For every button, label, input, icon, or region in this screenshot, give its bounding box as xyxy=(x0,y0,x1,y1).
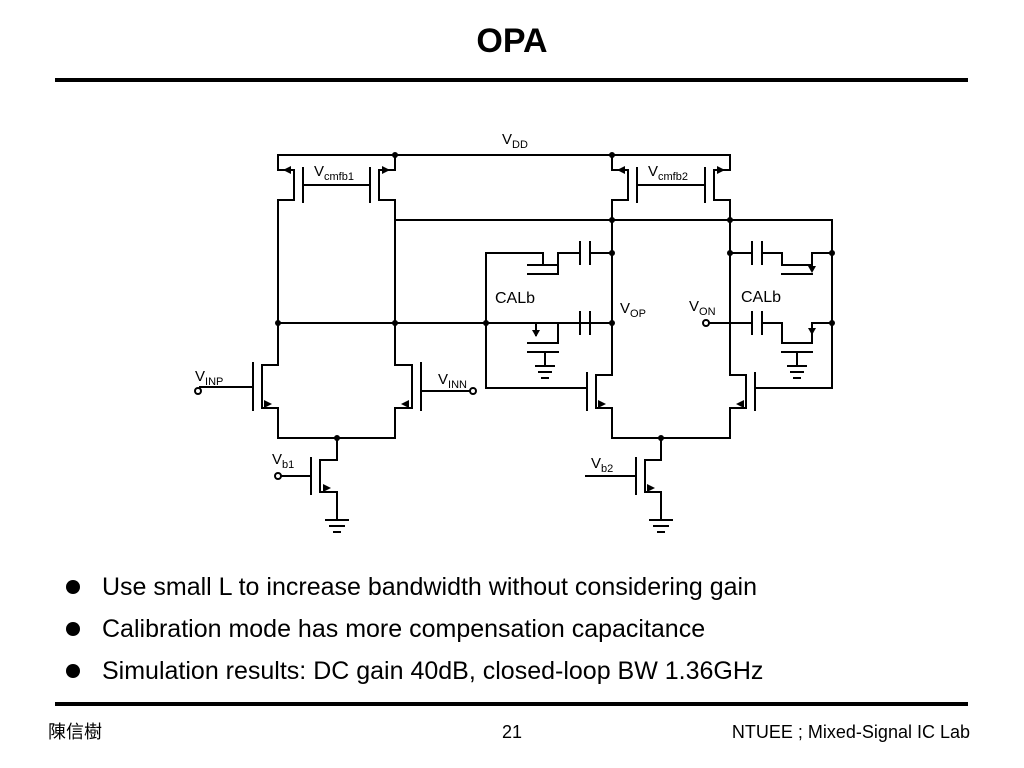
pmos-pair-stage2 xyxy=(611,166,731,376)
bullet-item: Simulation results: DC gain 40dB, closed… xyxy=(62,650,763,692)
bullet-text: Use small L to increase bandwidth withou… xyxy=(102,573,757,601)
vb1-label: Vb1 xyxy=(272,451,294,471)
bullet-dot-icon xyxy=(66,664,80,678)
page-number: 21 xyxy=(501,722,523,742)
vinp-label: VINP xyxy=(195,368,223,388)
net-labels: VDD Vcmfb1 Vcmfb2 VINP VINN Vb1 Vb2 VOP … xyxy=(195,131,781,475)
vinn-label: VINN xyxy=(438,371,467,391)
vop-label: VOP xyxy=(620,300,646,320)
bullet-dot-icon xyxy=(66,622,80,636)
bullet-item: Use small L to increase bandwidth withou… xyxy=(62,566,763,608)
vcmfb2-label: Vcmfb2 xyxy=(648,163,688,183)
vdd-rail xyxy=(277,152,731,171)
vdd-label: VDD xyxy=(502,131,528,151)
second-stage-nmos xyxy=(559,372,776,441)
compensation-right xyxy=(702,241,833,379)
bullet-item: Calibration mode has more compensation c… xyxy=(62,608,763,650)
opa-schematic: VDD Vcmfb1 Vcmfb2 VINP VINN Vb1 Vb2 VOP … xyxy=(194,131,835,533)
bullet-text: Calibration mode has more compensation c… xyxy=(102,615,706,643)
tail-source-1 xyxy=(274,437,349,533)
vb2-label: Vb2 xyxy=(591,455,613,475)
stage-interconnect xyxy=(275,217,835,389)
pmos-pair-stage1 xyxy=(277,166,396,366)
footer-author: 陳信樹 xyxy=(48,722,102,742)
bullet-dot-icon xyxy=(66,580,80,594)
input-pair xyxy=(194,362,477,441)
bullet-list: Use small L to increase bandwidth withou… xyxy=(62,566,763,692)
footer-divider xyxy=(55,702,968,706)
vcmfb1-label: Vcmfb1 xyxy=(314,163,354,183)
calb-right-label: CALb xyxy=(741,289,781,306)
bullet-text: Simulation results: DC gain 40dB, closed… xyxy=(102,657,764,685)
von-label: VON xyxy=(689,298,716,318)
compensation-left xyxy=(485,241,613,379)
calb-left-label: CALb xyxy=(495,290,535,307)
footer-lab: NTUEE ; Mixed-Signal IC Lab xyxy=(731,722,970,742)
slide-title: OPA xyxy=(476,22,548,60)
title-divider xyxy=(55,78,968,82)
tail-source-2 xyxy=(585,437,673,533)
